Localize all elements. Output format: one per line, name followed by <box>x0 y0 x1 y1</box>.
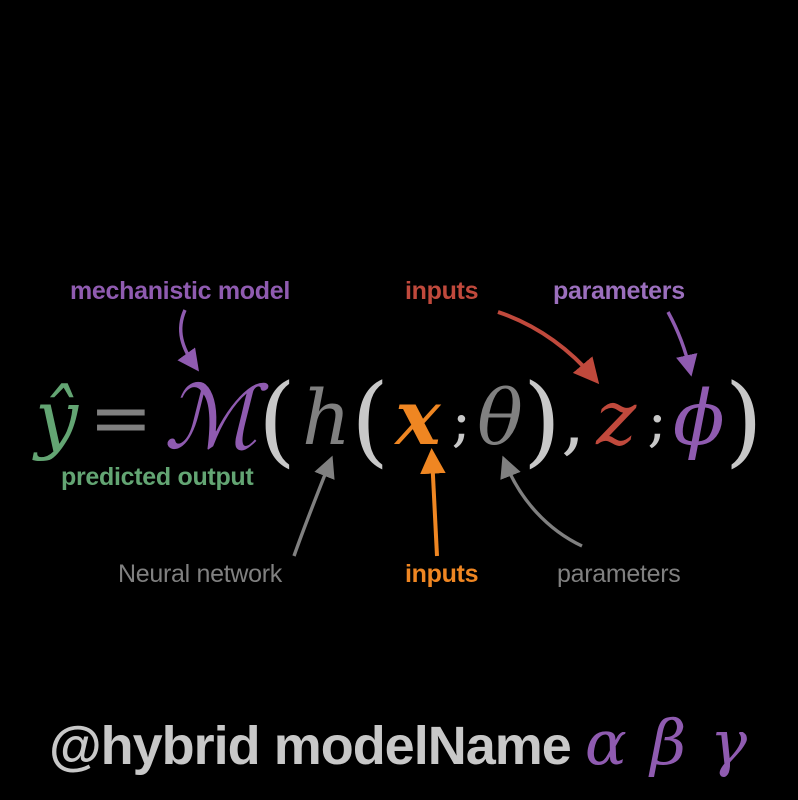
equation-token-x: x <box>395 373 441 462</box>
label-inputs-top: inputs <box>405 277 479 305</box>
arrow-neural-network-to-h <box>292 455 335 557</box>
equation-token-comma: , <box>561 375 586 464</box>
equation-token-paren-open-inner: ( <box>351 364 390 478</box>
equation-token-h: h <box>302 373 351 462</box>
equation: ŷ=ℳ(h(x;θ),z;ϕ) <box>0 362 798 470</box>
equation-token-script-m: ℳ <box>163 366 258 469</box>
label-parameters-bottom: parameters <box>557 560 681 588</box>
equation-token-theta: θ <box>477 373 523 462</box>
caption-model-name: modelName <box>273 716 572 776</box>
label-inputs-bottom: inputs <box>405 560 479 588</box>
equation-token-phi: ϕ <box>672 373 725 462</box>
caption-line: @hybrid modelName α β γ <box>0 712 798 774</box>
label-neural-network: Neural network <box>118 560 282 588</box>
label-mechanistic-model: mechanistic model <box>70 277 290 305</box>
equation-token-semicolon-outer: ; <box>647 386 667 454</box>
caption-directive: @hybrid <box>49 716 261 776</box>
equation-token-paren-open-outer: ( <box>257 364 297 478</box>
label-predicted-output: predicted output <box>61 463 254 491</box>
equation-token-semicolon-inner: ; <box>451 386 472 454</box>
caption-greek-params: α β γ <box>584 706 749 779</box>
label-parameters-top: parameters <box>553 277 685 305</box>
equation-token-paren-close-inner: ) <box>522 364 562 478</box>
arrow-inputs-bottom-to-x <box>420 448 446 557</box>
equation-token-equals: = <box>89 373 153 462</box>
equation-token-z: z <box>596 373 637 462</box>
arrow-mechanistic-model-to-m <box>177 309 199 372</box>
equation-token-paren-close-outer: ) <box>724 364 763 478</box>
equation-token-y-hat: ŷ <box>35 373 79 462</box>
